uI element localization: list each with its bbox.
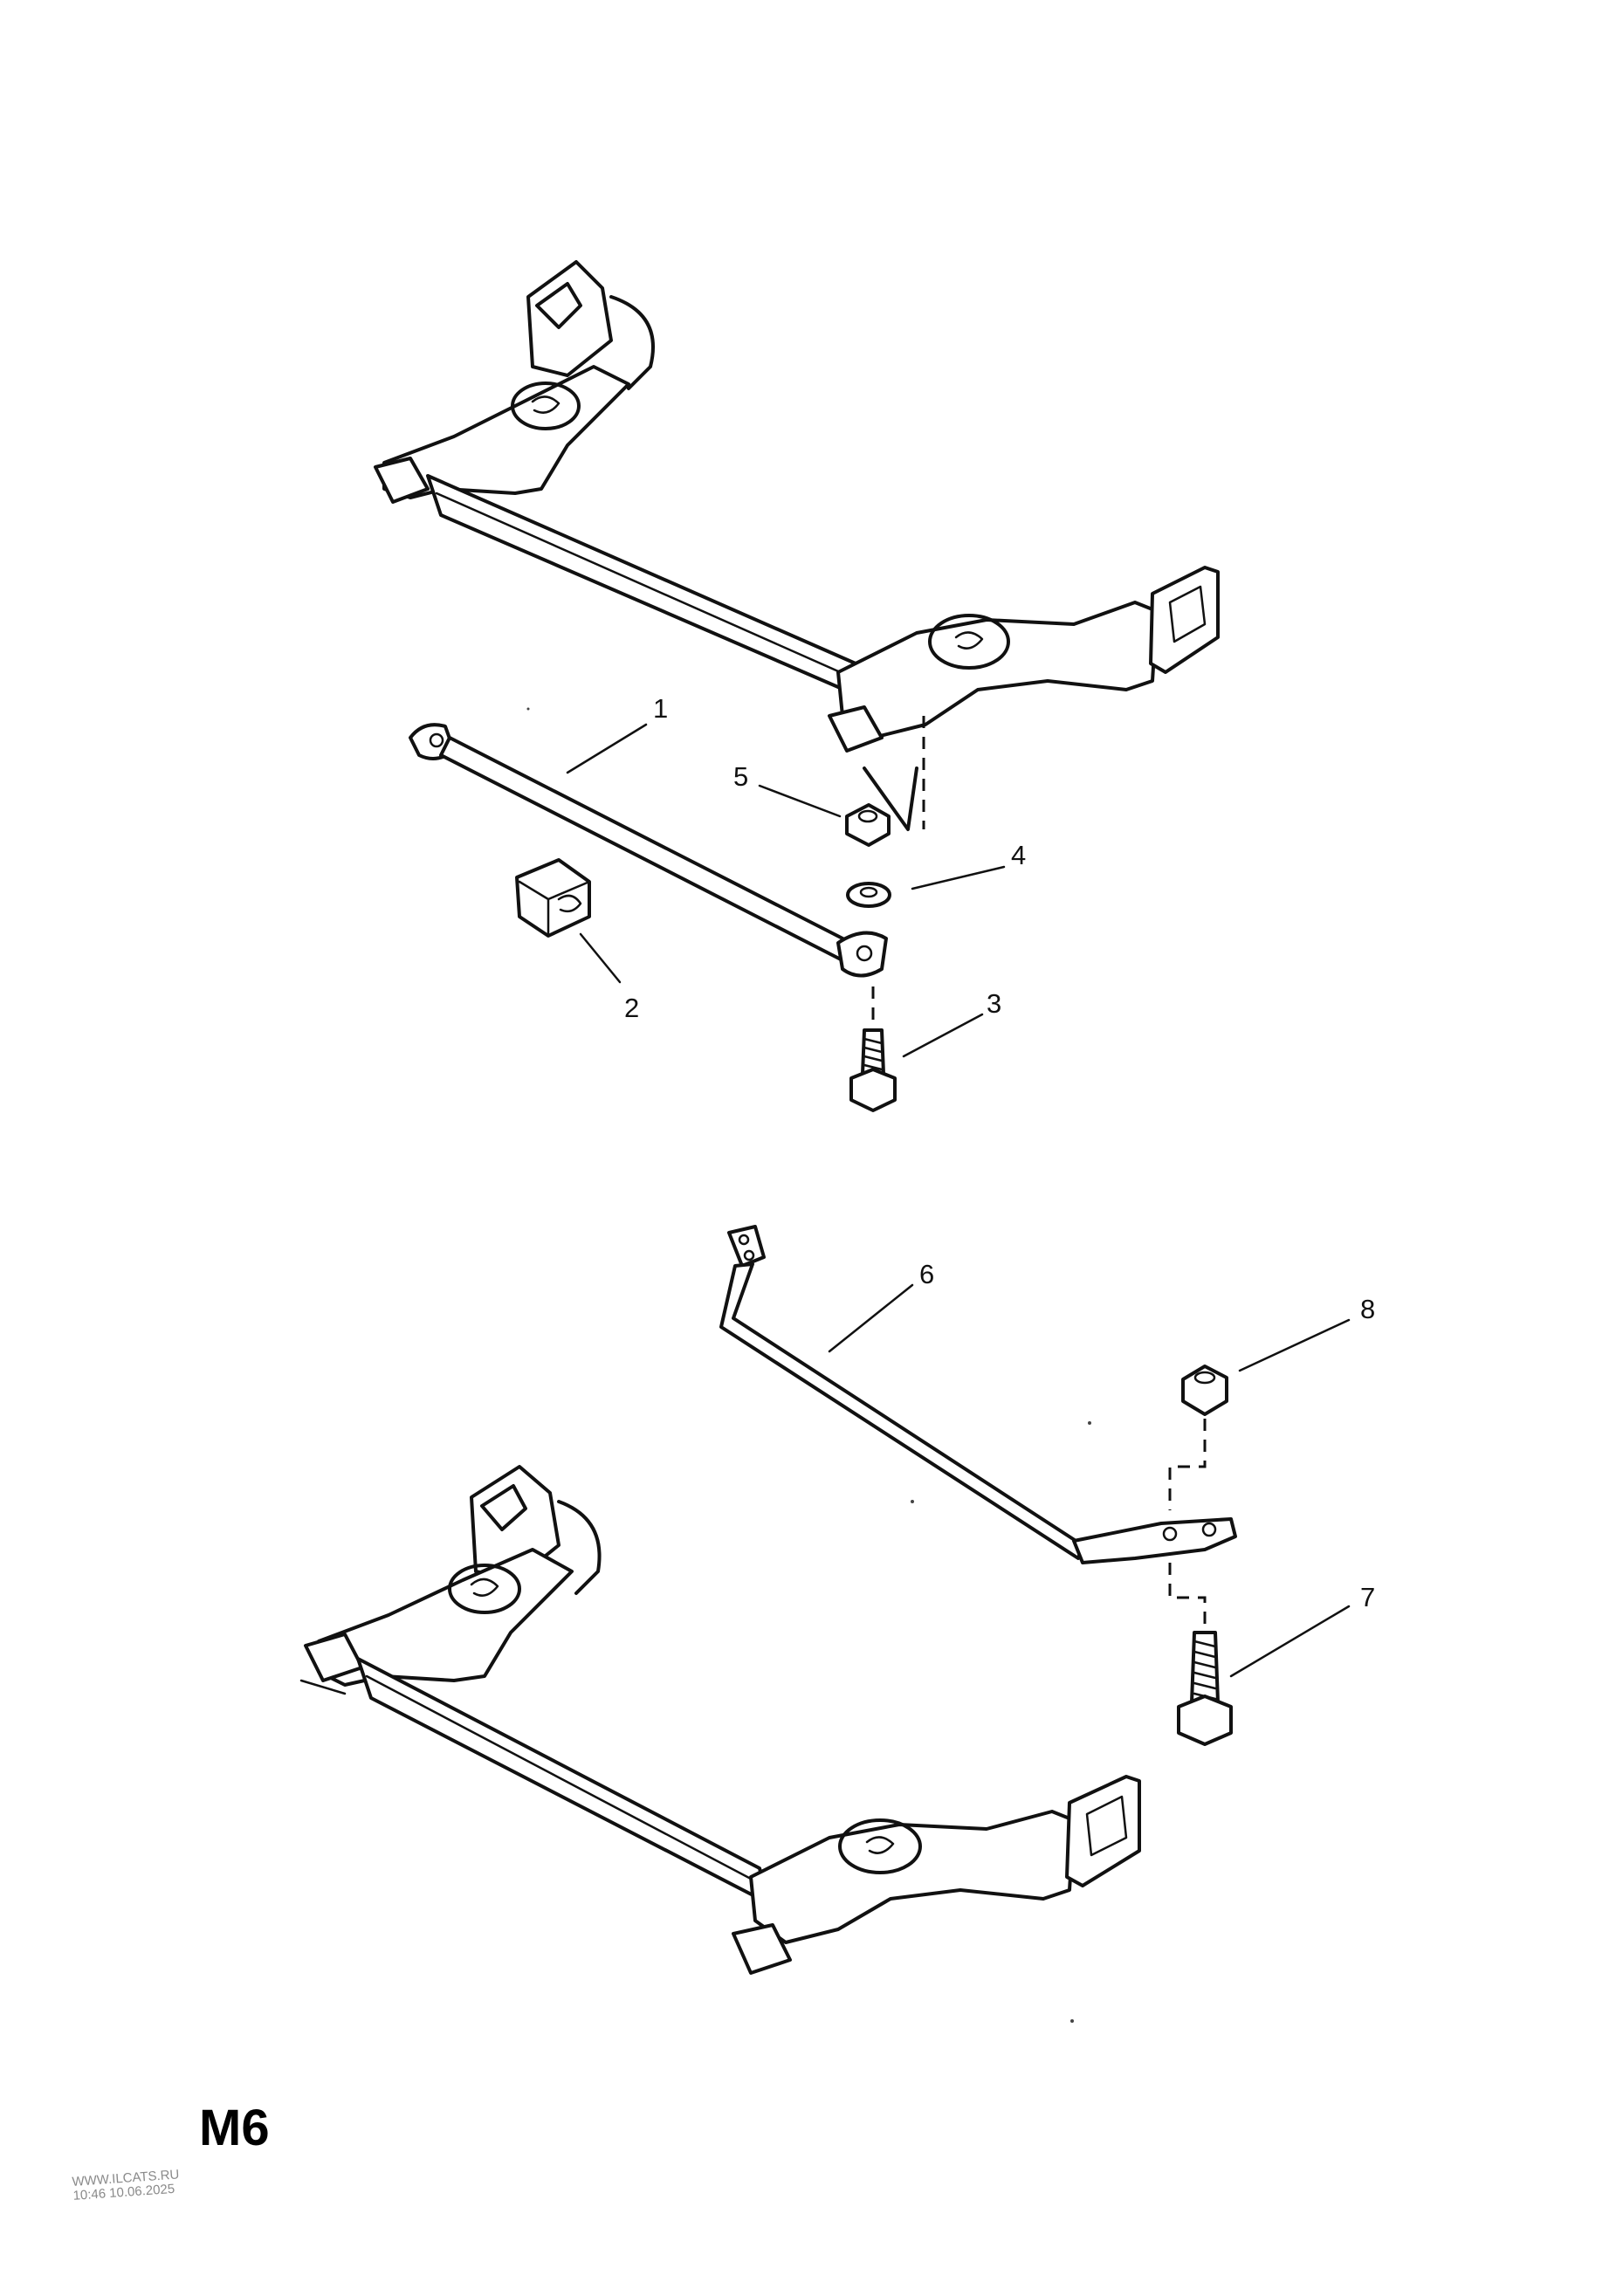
part-6-stabilizer-bar	[719, 1225, 1237, 1564]
part-1-tie-rod	[409, 723, 888, 978]
leader-line-5	[758, 784, 842, 818]
leader-line-6	[828, 1283, 914, 1353]
leader-line-8	[1238, 1318, 1351, 1372]
callout-1: 1	[653, 693, 668, 724]
callout-8: 8	[1360, 1294, 1375, 1324]
callout-3: 3	[987, 988, 1001, 1019]
leader-dash-8	[1168, 1419, 1207, 1510]
callout-5: 5	[733, 761, 748, 792]
leader-line-1	[566, 723, 648, 774]
leader-line-4	[911, 865, 1006, 890]
part-3-bolt	[849, 986, 897, 1112]
part-4-washer	[846, 882, 891, 908]
lower-axle-beam	[299, 1465, 1141, 1975]
callout-leaders	[566, 723, 1351, 1678]
speck	[911, 1500, 914, 1503]
leader-dash-7	[1168, 1563, 1207, 1624]
callout-7: 7	[1360, 1582, 1375, 1612]
callout-4: 4	[1011, 840, 1026, 870]
part-8-nut	[1181, 1365, 1228, 1416]
speck	[526, 707, 530, 711]
leader-line-2	[579, 932, 622, 984]
callout-labels: 1 2 3 4 5 6 7 8	[624, 693, 1375, 1612]
upper-axle-beam	[374, 260, 1220, 831]
part-2-rubber-block	[515, 858, 591, 938]
part-7-bolt	[1177, 1631, 1233, 1746]
leader-line-3	[902, 1013, 984, 1058]
speck	[1070, 2019, 1074, 2023]
leader-line-7	[1229, 1605, 1351, 1678]
callout-6: 6	[919, 1259, 934, 1289]
page-code: M6	[199, 2100, 270, 2156]
part-5-nut	[845, 803, 891, 847]
speck	[1088, 1421, 1091, 1425]
callout-2: 2	[624, 993, 639, 1023]
